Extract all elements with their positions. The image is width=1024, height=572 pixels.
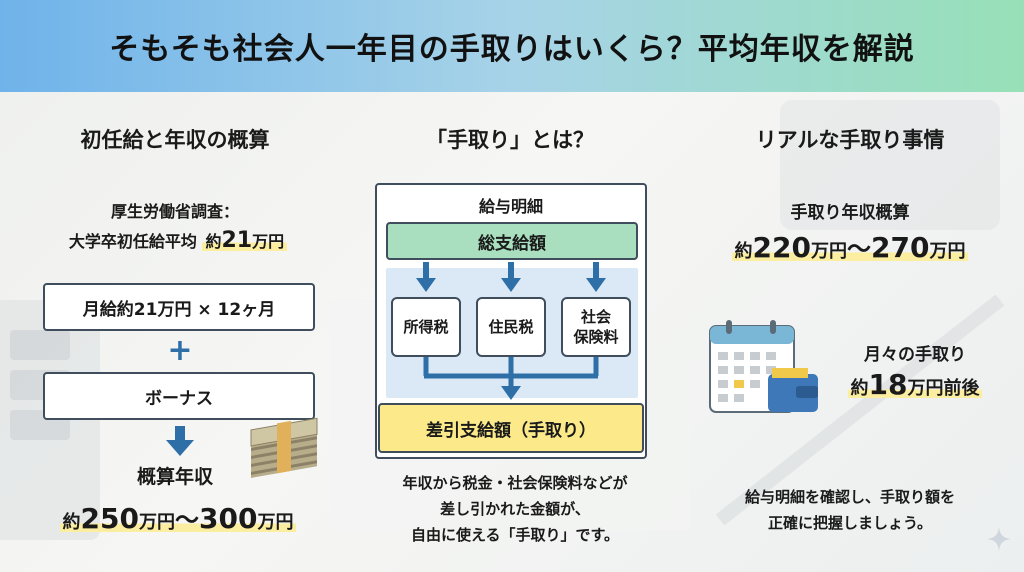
left-heading: 初任給と年収の概算	[80, 128, 270, 152]
monthly-takehome-label: 月々の手取り	[864, 345, 966, 365]
center-note-line2: 差し引かれた金額が、	[440, 500, 590, 518]
estimate-label: 概算年収	[136, 466, 213, 488]
estimate-highlight: 約250万円～300万円	[59, 502, 297, 535]
payslip-label: 給与明細	[478, 197, 543, 216]
annual-takehome-label: 手取り年収概算	[790, 203, 910, 223]
monthly-about: 約	[850, 378, 869, 399]
survey-about: 約	[205, 232, 222, 251]
annual-unit-low: 万円	[811, 241, 847, 262]
estimate-unit-low: 万円	[139, 512, 175, 533]
advice-text: 給与明細を確認し、手取り額を 正確に把握しましょう。	[690, 484, 1010, 536]
estimate-low: 250	[80, 502, 139, 535]
monthly-salary-box: 月給約21万円 × 12ヶ月	[43, 283, 315, 331]
monthly-highlight: 約18万円前後	[847, 368, 983, 401]
page-title: そもそも社会人一年目の手取りはいくら？平均年収を解説	[109, 32, 915, 67]
estimate-high: 300	[199, 502, 258, 535]
title-bar: そもそも社会人一年目の手取りはいくら？平均年収を解説	[0, 0, 1024, 92]
survey-line2-pre: 大学卒初任給平均	[68, 232, 197, 251]
annual-about: 約	[734, 241, 753, 262]
social-insurance-box: 社会 保険料	[561, 297, 631, 357]
monthly-takehome-value: 約18万円前後	[820, 368, 1010, 401]
advice-line1: 給与明細を確認し、手取り額を	[744, 488, 955, 506]
estimate-sep: ～	[175, 506, 199, 534]
monthly-unit: 万円前後	[907, 378, 980, 399]
center-note: 年収から税金・社会保険料などが 差し引かれた金額が、 自由に使える「手取り」です…	[355, 470, 675, 548]
annual-low: 220	[752, 231, 811, 264]
center-heading: 「手取り」とは？	[426, 128, 594, 152]
estimate-about: 約	[62, 512, 81, 533]
annual-high: 270	[871, 231, 930, 264]
calendar-wallet-icon	[709, 320, 818, 413]
estimate-range: 約250万円～300万円	[18, 500, 338, 535]
income-tax-box: 所得税	[391, 297, 461, 357]
survey-number: 21	[221, 228, 253, 253]
estimate-unit-high: 万円	[257, 512, 294, 533]
survey-line2: 大学卒初任給平均 約21万円	[28, 228, 328, 253]
survey-highlight: 約21万円	[202, 228, 288, 253]
gross-pay-box: 総支給額	[386, 222, 638, 260]
net-pay-box: 差引支給額（手取り）	[378, 403, 644, 453]
right-heading: リアルな手取り事情	[755, 128, 945, 152]
annual-sep: ～	[847, 235, 871, 263]
survey-unit: 万円	[252, 232, 285, 251]
annual-highlight: 約220万円～270万円	[731, 231, 969, 264]
center-note-line1: 年収から税金・社会保険料などが	[402, 474, 628, 492]
arrow-down-icon	[166, 426, 194, 456]
center-note-line3: 自由に使える「手取り」です。	[410, 526, 620, 544]
plus-icon: +	[167, 333, 193, 368]
advice-line2: 正確に把握しましょう。	[767, 514, 933, 532]
monthly-number: 18	[868, 368, 908, 401]
annual-unit-high: 万円	[929, 241, 966, 262]
annual-takehome-range: 約220万円～270万円	[690, 229, 1010, 264]
resident-tax-box: 住民税	[476, 297, 546, 357]
bonus-box: ボーナス	[43, 372, 315, 420]
survey-line1: 厚生労働省調査：	[110, 202, 239, 221]
